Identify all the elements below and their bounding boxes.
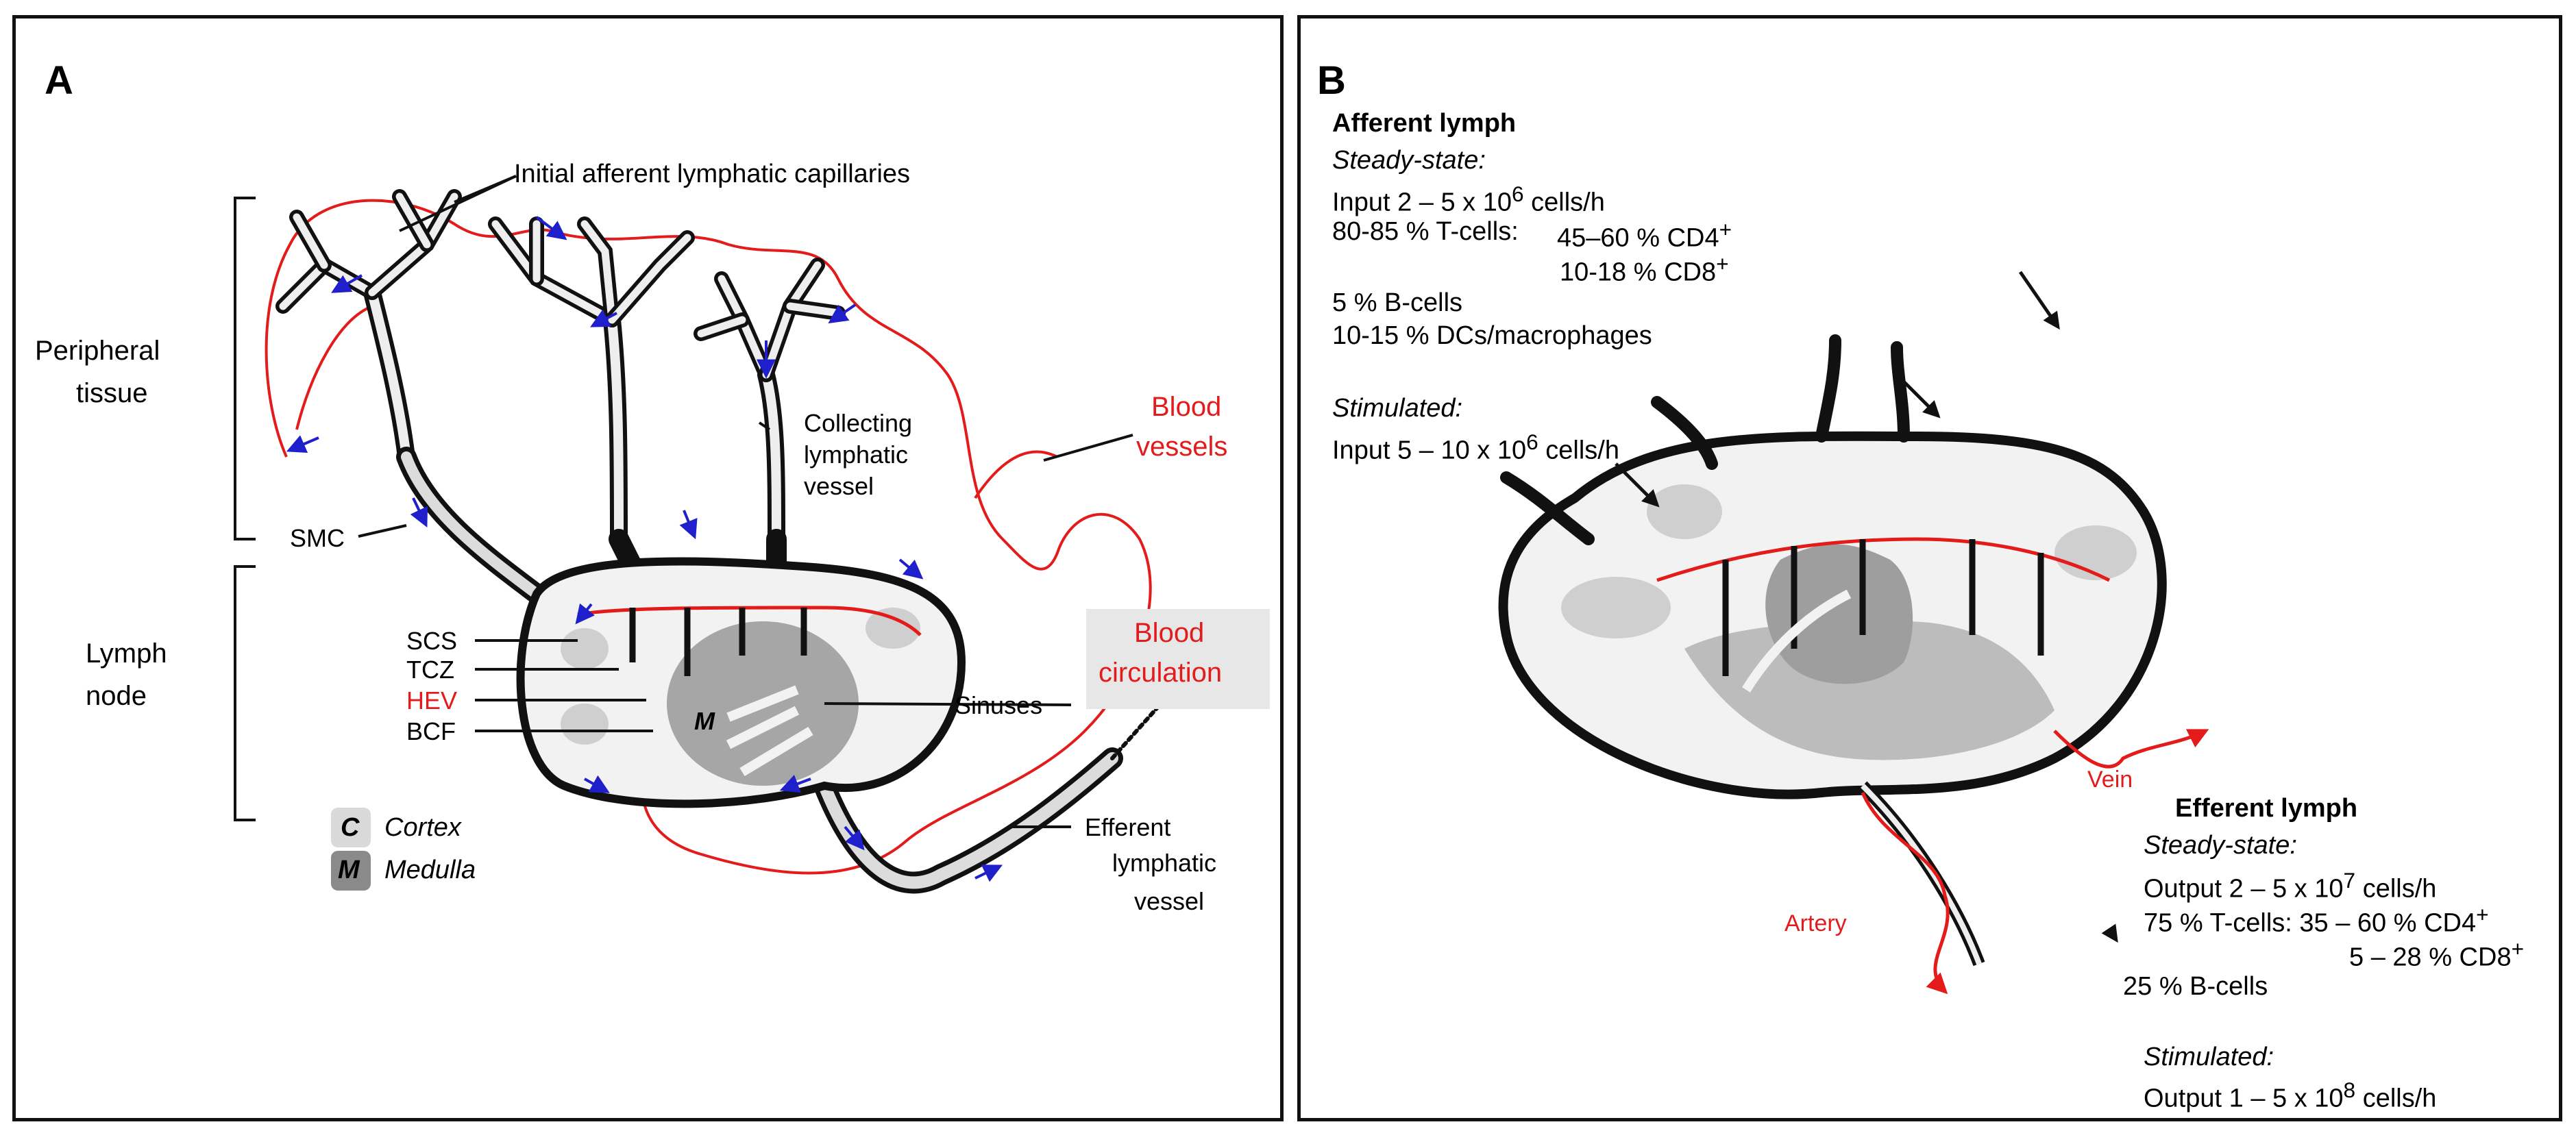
artery-label: Artery xyxy=(1784,910,1847,936)
efferent-tcells-line: 75 % T-cells: 35 – 60 % CD4+ xyxy=(2144,902,2489,938)
afferent-cd4-line: 45–60 % CD4+ xyxy=(1557,217,1732,253)
afferent-steady-label: Steady-state: xyxy=(1332,146,1486,175)
afferent-bcells: 5 % B-cells xyxy=(1332,288,1463,317)
afferent-stim-suffix: cells/h xyxy=(1538,436,1619,465)
legend-medulla-text: Medulla xyxy=(384,856,476,884)
afferent-stim-label: Stimulated: xyxy=(1332,394,1463,423)
efferent-stim-label: Stimulated: xyxy=(2144,1043,2274,1071)
afferent-vessels-b xyxy=(1500,334,1910,545)
panel-b-illustration xyxy=(1498,271,2209,995)
vein-b xyxy=(2053,729,2209,769)
efferent-vessel-label-line3: vessel xyxy=(1134,887,1205,915)
efferent-title: Efferent lymph xyxy=(2175,794,2358,823)
lymph-node-label-line1: Lymph xyxy=(86,638,167,669)
efferent-tcells-sup: + xyxy=(2476,902,2489,927)
hev-label: HEV xyxy=(406,686,458,714)
blood-vessels-label-line2: vessels xyxy=(1136,432,1228,462)
legend-cortex-swatch xyxy=(331,808,371,847)
afferent-stim-exp: 6 xyxy=(1526,430,1538,454)
sinuses-label: Sinuses xyxy=(955,691,1043,719)
afferent-input-suffix: cells/h xyxy=(1523,188,1605,217)
collecting-vessel-label-line3: vessel xyxy=(804,472,874,500)
afferent-cd4-sup: + xyxy=(1719,217,1732,242)
blood-vessels-label-line1: Blood xyxy=(1151,392,1222,422)
afferent-cd8-line: 10-18 % CD8+ xyxy=(1560,251,1729,288)
efferent-vessel-label-line2: lymphatic xyxy=(1112,849,1217,877)
efferent-cd8-text: 5 – 28 % CD8 xyxy=(2349,943,2512,972)
tcz-label: TCZ xyxy=(406,656,454,684)
legend-cortex-text: Cortex xyxy=(384,813,461,842)
legend-medulla-swatch xyxy=(331,851,371,891)
afferent-stim-line: Input 5 – 10 x 106 cells/h xyxy=(1332,430,1619,466)
blood-circulation-label-line1: Blood xyxy=(1134,618,1205,648)
scs-label: SCS xyxy=(406,627,458,655)
efferent-output-suffix: cells/h xyxy=(2355,874,2437,904)
blood-vessel-loop xyxy=(265,199,1152,875)
efferent-steady-label: Steady-state: xyxy=(2144,831,2297,860)
panel-b: B Afferent lymph Steady-state: Input 2 –… xyxy=(1297,15,2562,1121)
efferent-stim-line: Output 1 – 5 x 108 cells/h xyxy=(2144,1078,2436,1114)
efferent-output-prefix: Output 2 – 5 x 10 xyxy=(2144,874,2344,904)
artery-b xyxy=(1861,792,1950,995)
peripheral-bracket xyxy=(234,197,256,540)
medulla-marker: M xyxy=(694,707,715,735)
panel-a-label: A xyxy=(45,58,73,103)
lymph-node-bracket xyxy=(234,565,256,821)
efferent-stim-prefix: Output 1 – 5 x 10 xyxy=(2144,1084,2344,1113)
efferent-vessel-b xyxy=(1858,781,1985,967)
peripheral-tissue-label-line2: tissue xyxy=(76,378,148,408)
afferent-tcells: 80-85 % T-cells: xyxy=(1332,217,1519,246)
efferent-bcells: 25 % B-cells xyxy=(2123,972,2268,1001)
afferent-title: Afferent lymph xyxy=(1332,109,1517,138)
lymph-node-b xyxy=(1498,431,2167,799)
efferent-tcells-text: 75 % T-cells: 35 – 60 % CD4 xyxy=(2144,908,2477,938)
blood-circulation-box xyxy=(1086,609,1270,709)
efferent-stim-suffix: cells/h xyxy=(2355,1084,2437,1113)
efferent-output-line: Output 2 – 5 x 107 cells/h xyxy=(2144,868,2436,904)
afferent-cd8-text: 10-18 % CD8 xyxy=(1560,258,1717,287)
efferent-cd8-sup: + xyxy=(2511,936,2525,961)
afferent-input-exp: 6 xyxy=(1511,182,1524,206)
afferent-cd4-text: 45–60 % CD4 xyxy=(1557,223,1719,253)
efferent-output-exp: 7 xyxy=(2343,868,2356,893)
afferent-dcs: 10-15 % DCs/macrophages xyxy=(1332,321,1652,350)
legend-medulla-letter: M xyxy=(338,856,360,884)
collecting-vessel-label-line2: lymphatic xyxy=(804,440,909,469)
legend-cortex-letter: C xyxy=(341,813,360,842)
blood-circulation-label-line2: circulation xyxy=(1099,658,1223,688)
efferent-stim-exp: 8 xyxy=(2343,1078,2356,1102)
lymph-node-a xyxy=(516,557,966,808)
lymph-flow-arrows xyxy=(286,216,1003,882)
panel-b-label: B xyxy=(1317,58,1346,103)
afferent-input-line: Input 2 – 5 x 106 cells/h xyxy=(1332,182,1605,218)
panel-a-illustration xyxy=(234,175,1169,894)
vein-label: Vein xyxy=(2087,767,2133,793)
peripheral-tissue-label-line1: Peripheral xyxy=(35,336,160,366)
afferent-stim-prefix: Input 5 – 10 x 10 xyxy=(1332,436,1527,465)
afferent-input-prefix: Input 2 – 5 x 10 xyxy=(1332,188,1512,217)
efferent-vessel-label-line1: Efferent xyxy=(1085,813,1171,841)
afferent-cd8-sup: + xyxy=(1716,251,1729,276)
bcf-label: BCF xyxy=(406,717,456,745)
smc-label: SMC xyxy=(290,524,345,552)
initial-capillaries-label: Initial afferent lymphatic capillaries xyxy=(514,160,911,188)
lymph-node-label-line2: node xyxy=(86,681,147,711)
collecting-vessel-label-line1: Collecting xyxy=(804,409,913,437)
panel-a: A Initial afferent lymphatic capillaries… xyxy=(12,15,1284,1121)
efferent-cd8-line: 5 – 28 % CD8+ xyxy=(2349,936,2524,973)
